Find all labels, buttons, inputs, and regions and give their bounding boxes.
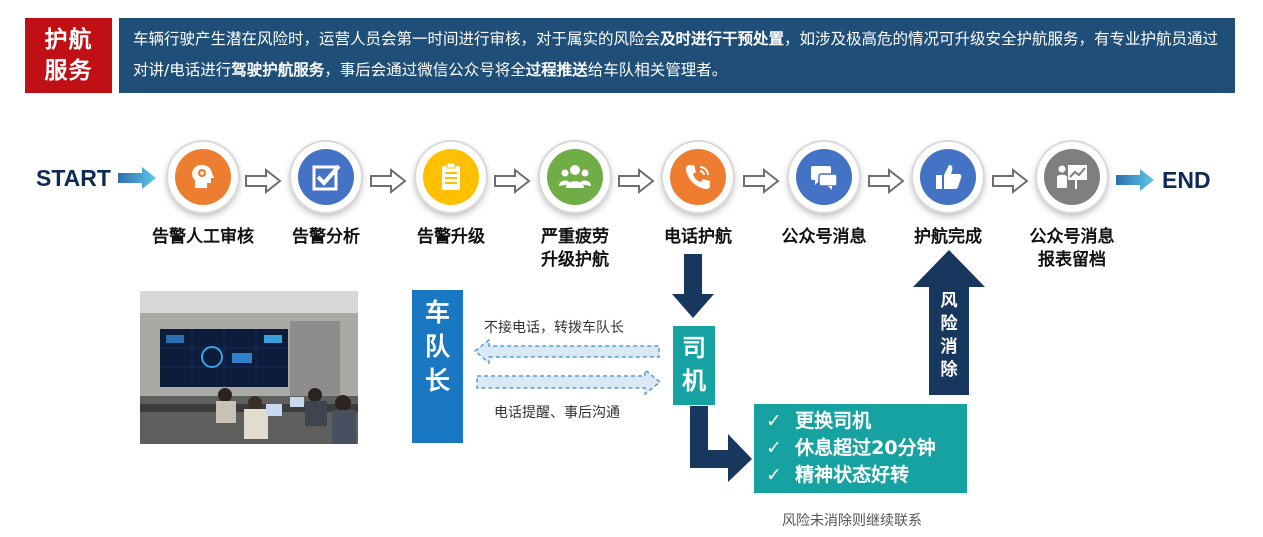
dashed-arrows-icon (473, 338, 662, 396)
check-text: 休息超过20分钟 (795, 437, 936, 459)
flow-arrow-icon (245, 168, 282, 194)
desc-bold-1: 及时进行干预处置 (660, 30, 785, 48)
check-item: ✓ 休息超过20分钟 (766, 435, 967, 462)
desc-part-1: 车辆行驶产生潜在风险时，运营人员会第一时间进行审核，对于属实的风险会 (133, 30, 661, 48)
presentation-chart-icon (1044, 149, 1100, 205)
step-label-line: 告警人工审核 (152, 227, 254, 247)
step-2-label: 告警分析 (261, 226, 391, 249)
down-arrow-icon (672, 254, 714, 318)
step-label-line: 护航完成 (914, 227, 982, 247)
badge-line-1: 护航 (44, 26, 93, 53)
start-label: START (36, 165, 111, 191)
step-3-label: 告警升级 (386, 226, 516, 249)
desc-part-3: ，事后会通过微信公众号将全 (324, 61, 526, 79)
no-answer-text: 不接电话，转拨车队长 (484, 320, 624, 336)
check-item: ✓ 精神状态好转 (766, 462, 967, 489)
step-label-line-2: 报表留档 (1038, 250, 1106, 270)
step-8-circle (1037, 142, 1107, 212)
fleet-char: 长 (424, 366, 450, 395)
step-5-label: 电话护航 (633, 226, 763, 249)
up-arrow-icon (913, 250, 985, 395)
step-5-circle (663, 142, 733, 212)
description-banner: 车辆行驶产生潜在风险时，运营人员会第一时间进行审核，对于属实的风险会及时进行干预… (119, 18, 1235, 93)
flow-arrow-icon (743, 168, 780, 194)
risk-char: 风 (940, 291, 958, 311)
step-label-line: 电话护航 (664, 227, 732, 247)
step-label-line: 公众号消息 (1029, 227, 1115, 247)
flow-arrow-icon (868, 168, 905, 194)
thumbs-up-icon (920, 149, 976, 205)
desc-bold-3: 过程推送 (525, 61, 588, 79)
check-mark-icon: ✓ (766, 437, 782, 459)
desc-part-2: ，如涉及极高危的情况可升级安全护航服务，有专业护航员通过对讲/电话进行 (133, 30, 1219, 79)
fleet-captain-box: 车 队 长 (412, 290, 463, 443)
start-arrow-icon (118, 167, 156, 189)
step-6-circle (789, 142, 859, 212)
desc-bold-2: 驾驶护航服务 (231, 61, 325, 79)
check-text: 精神状态好转 (795, 464, 910, 486)
chat-bubbles-icon (796, 149, 852, 205)
bent-arrow-icon (690, 406, 752, 482)
people-group-icon (547, 149, 603, 205)
flow-arrow-icon (992, 168, 1029, 194)
footnote-text: 风险未消除则继续联系 (782, 513, 922, 529)
step-label-line: 公众号消息 (781, 227, 867, 247)
flow-arrow-icon (618, 168, 655, 194)
step-label-line-2: 升级护航 (541, 250, 609, 270)
flow-arrow-icon (370, 168, 407, 194)
badge-line-2: 服务 (44, 57, 93, 84)
step-7-circle (913, 142, 983, 212)
check-mark-icon: ✓ (766, 410, 782, 432)
step-label-line: 告警升级 (417, 227, 485, 247)
remind-text: 电话提醒、事后沟通 (494, 405, 620, 421)
driver-char: 司 (682, 334, 706, 362)
step-1-circle (168, 142, 238, 212)
step-1-label: 告警人工审核 (138, 226, 268, 249)
step-label-line: 严重疲劳 (541, 227, 609, 247)
check-text: 更换司机 (795, 410, 872, 432)
driver-char: 机 (682, 367, 706, 395)
service-badge: 护航 服务 (25, 18, 112, 93)
step-3-circle (416, 142, 486, 212)
step-8-label: 公众号消息报表留档 (1007, 226, 1137, 272)
step-4-circle (540, 142, 610, 212)
fleet-char: 队 (424, 332, 450, 361)
driver-box: 司 机 (673, 326, 715, 405)
risk-char: 消 (940, 337, 958, 357)
desc-part-4: 给车队相关管理者。 (587, 61, 728, 79)
step-label-line: 告警分析 (292, 227, 360, 247)
check-item: ✓ 更换司机 (766, 408, 967, 435)
risk-char: 险 (940, 314, 958, 334)
flow-arrow-icon (494, 168, 531, 194)
phone-icon (670, 149, 726, 205)
end-arrow-icon (1116, 169, 1154, 191)
control-room-photo (140, 291, 358, 444)
checkbox-icon (298, 149, 354, 205)
clipboard-icon (423, 149, 479, 205)
end-label: END (1162, 167, 1211, 193)
step-6-label: 公众号消息 (759, 226, 889, 249)
check-mark-icon: ✓ (766, 464, 782, 486)
step-4-label: 严重疲劳升级护航 (510, 226, 640, 272)
risk-cleared-label: 风 险 消 除 (929, 290, 969, 382)
step-7-label: 护航完成 (883, 226, 1013, 249)
fleet-char: 车 (424, 298, 450, 327)
relief-conditions-box: ✓ 更换司机 ✓ 休息超过20分钟 ✓ 精神状态好转 (754, 404, 967, 493)
head-gear-icon (175, 149, 231, 205)
step-2-circle (291, 142, 361, 212)
risk-char: 除 (940, 360, 958, 380)
